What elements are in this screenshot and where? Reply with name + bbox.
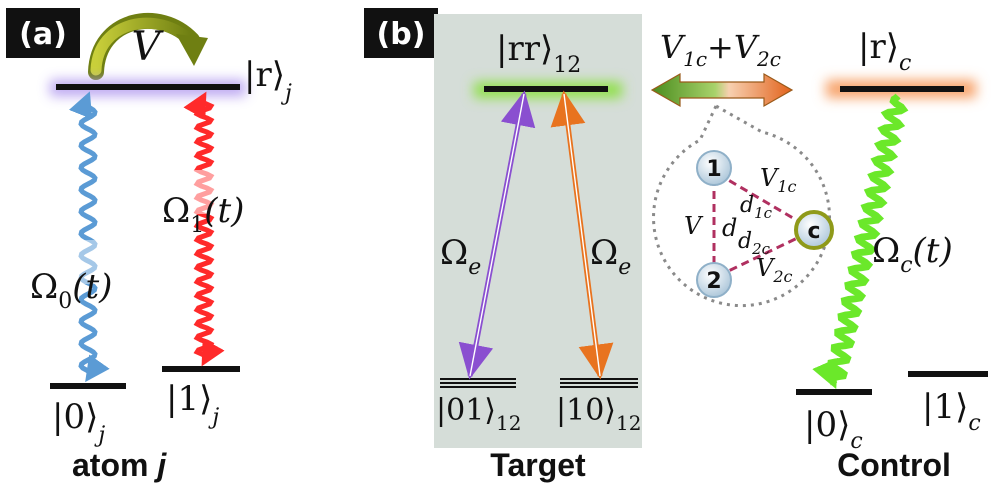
- target-caption: Target: [490, 447, 586, 483]
- inset-d2c: d2c: [738, 229, 771, 258]
- inset-v1c: V1c: [760, 164, 797, 196]
- coupling-arrow: [650, 72, 794, 108]
- panel-b: (b) |rr⟩12 |01⟩12 |10⟩12 Ωe Ωe: [364, 8, 988, 483]
- inset-node-c: [794, 210, 834, 250]
- c0-level: [796, 389, 872, 395]
- s10-ket: |10⟩12: [556, 393, 641, 435]
- c1-level: [908, 371, 988, 377]
- inset-node-c-label: c: [807, 219, 820, 244]
- panel-a-caption: atom j: [72, 447, 167, 483]
- inset-v12: V: [684, 212, 704, 240]
- omega-c-label: Ωc(t): [872, 231, 953, 278]
- inset-node-1-label: 1: [706, 157, 721, 182]
- rr-level: [484, 86, 608, 92]
- ground0-level: [50, 383, 126, 389]
- panel-a-tag-box: [6, 8, 80, 58]
- s10-level: [560, 378, 638, 388]
- ground1-level: [162, 366, 240, 372]
- inset-edge-2c: [717, 230, 811, 278]
- c1-ket: |1⟩c: [922, 387, 981, 436]
- omega1-label: Ω1(t): [162, 191, 244, 238]
- interaction-label: V: [132, 24, 165, 70]
- rc-ket: |r⟩c: [858, 27, 911, 76]
- s01-level: [440, 378, 516, 388]
- geometry-inset: 1 2 c V d V1c d1c d2c V2c: [652, 103, 834, 308]
- inset-d1c: d1c: [740, 193, 773, 222]
- rydberg-level: [56, 84, 240, 90]
- inset-node-2: [696, 262, 732, 298]
- interaction-arrowhead: [176, 34, 208, 66]
- omega-e-right-transition: [550, 90, 614, 380]
- inset-edge-1c: [717, 172, 811, 230]
- omega1-highlight: [192, 170, 216, 214]
- omega-c-wave: [812, 93, 909, 390]
- ground0-ket: |0⟩j: [52, 397, 105, 448]
- panel-a-tag: (a): [19, 17, 67, 52]
- inset-node-1: [696, 150, 732, 186]
- coupling-label: V1c+V2c: [660, 28, 781, 71]
- c0-ket: |0⟩c: [804, 405, 863, 454]
- rr-ket: |rr⟩12: [496, 29, 581, 78]
- inset-node-2-label: 2: [706, 269, 721, 294]
- omega-e-right-label: Ωe: [590, 233, 631, 280]
- s01-ket: |01⟩12: [436, 393, 521, 435]
- panel-a: (a) V |r⟩j |0⟩j |1⟩j Ω1(t) Ω0(t) atom j: [6, 8, 292, 483]
- inset-callout: [652, 103, 832, 308]
- ground1-ket: |1⟩j: [166, 379, 219, 430]
- panel-b-tag: (b): [377, 17, 426, 52]
- omega0-wave: [68, 91, 110, 383]
- omega0-highlight: [76, 240, 100, 284]
- inset-d12: d: [722, 214, 737, 242]
- omega-e-left-label: Ωe: [440, 233, 481, 280]
- panel-b-tag-box: [364, 8, 438, 58]
- omega-e-left-transition: [458, 90, 536, 380]
- omega1-wave: [183, 91, 225, 367]
- control-caption: Control: [837, 447, 951, 483]
- rc-level: [840, 86, 964, 92]
- omega0-label: Ω0(t): [30, 267, 112, 314]
- inset-v2c: V2c: [756, 254, 793, 286]
- rydberg-ket: |r⟩j: [244, 55, 292, 106]
